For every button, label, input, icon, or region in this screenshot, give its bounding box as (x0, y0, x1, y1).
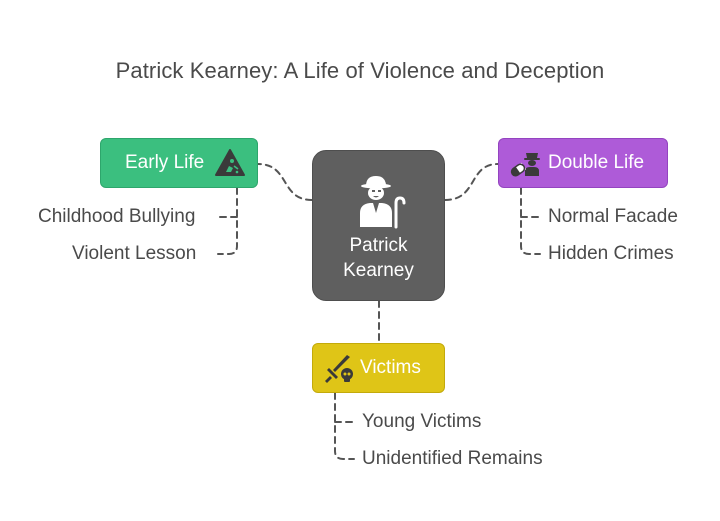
branch-victims: Victims (312, 343, 445, 393)
center-node: Patrick Kearney (312, 150, 445, 301)
leaf-violent-lesson: Violent Lesson (72, 243, 197, 264)
connector-center-double-life (444, 163, 499, 201)
branch-victims-label: Victims (360, 357, 421, 378)
branch-early-life-label: Early Life (125, 152, 205, 173)
connector-double-life-trunk (520, 187, 541, 255)
leaf-young-victims: Young Victims (362, 411, 482, 432)
leaf-normal-facade: Normal Facade (548, 206, 678, 227)
connector-center-early-life (257, 163, 313, 201)
warning-triangle-icon (215, 149, 246, 176)
leaf-hidden-crimes: Hidden Crimes (548, 243, 674, 264)
center-name-line-1: Patrick (349, 235, 408, 256)
branch-early-life: Early Life (100, 138, 258, 188)
gentleman-with-cane-icon (360, 176, 406, 229)
sword-skull-icon (325, 355, 353, 383)
branch-double-life: Double Life (498, 138, 668, 188)
connector-victims-trunk (334, 392, 355, 460)
spy-pill-icon (510, 153, 540, 177)
center-name-line-2: Kearney (343, 260, 414, 281)
leaf-unidentified-remains: Unidentified Remains (362, 448, 543, 469)
connector-early-life-trunk (217, 187, 238, 255)
branch-double-life-label: Double Life (548, 152, 645, 173)
leaf-childhood-bullying: Childhood Bullying (38, 206, 196, 227)
diagram-title: Patrick Kearney: A Life of Violence and … (115, 58, 605, 83)
